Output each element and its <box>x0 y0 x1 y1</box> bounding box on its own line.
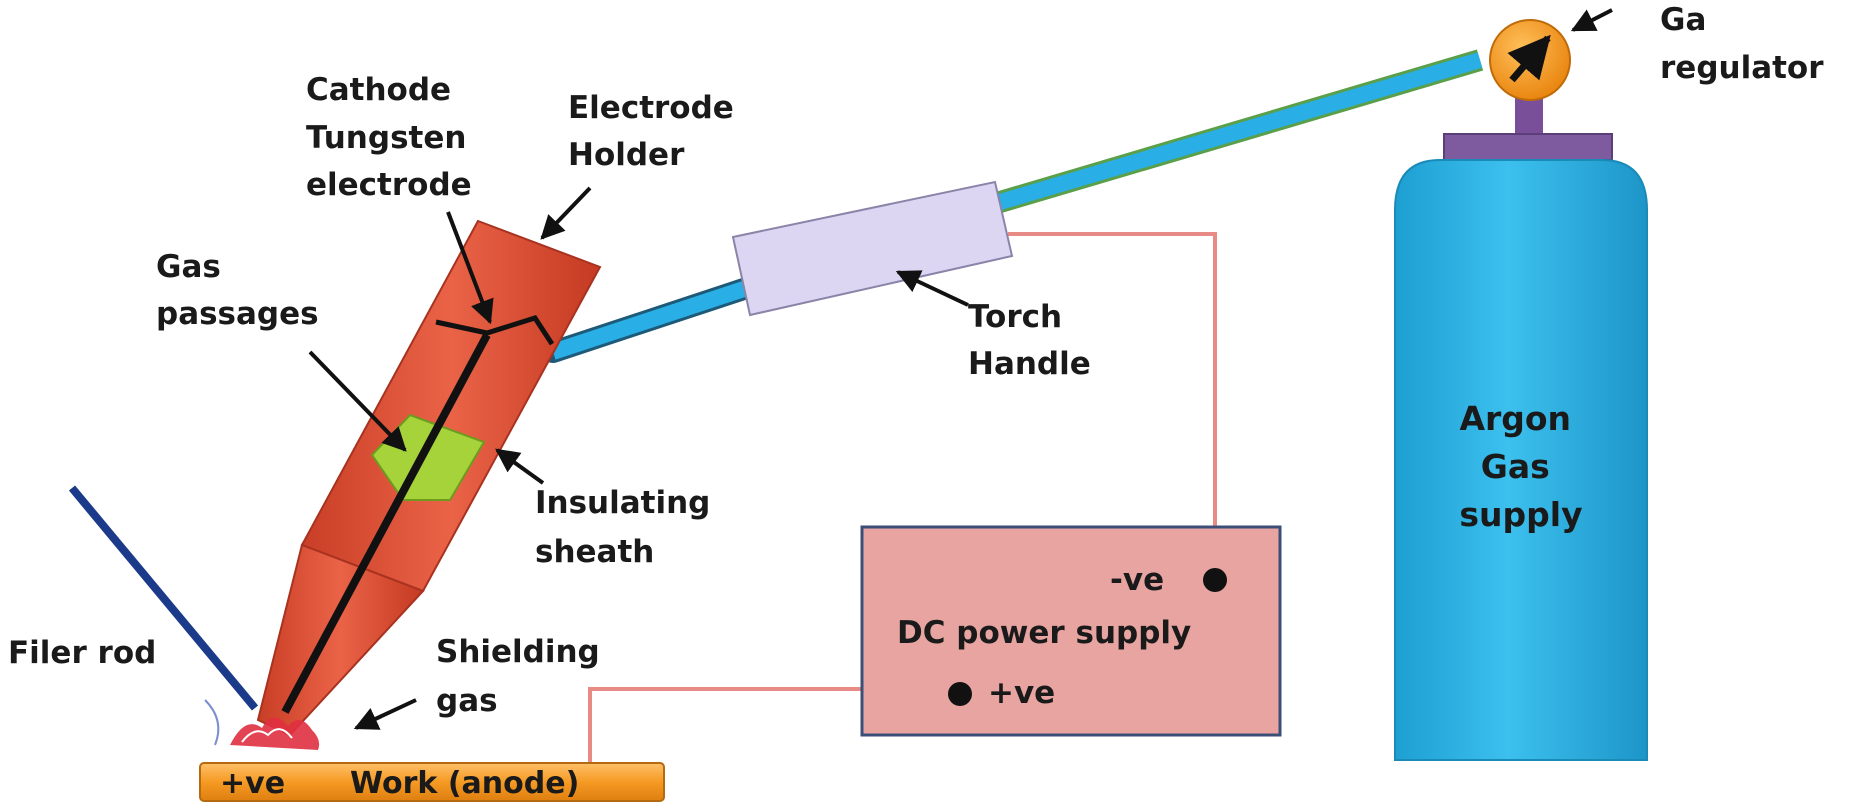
filler-rod <box>68 485 259 711</box>
pointer-arrows <box>308 8 1613 730</box>
positive-cable <box>588 687 960 768</box>
label-gas-passages: Gas passages <box>156 249 319 332</box>
insulating-sheath-arrow <box>495 448 545 485</box>
label-torch-handle: Torch Handle <box>968 299 1091 382</box>
holder-arrow <box>540 186 592 240</box>
labels: Cathode Tungsten electrode Electrode Hol… <box>8 2 1824 801</box>
torch-handle-arrow <box>895 270 969 307</box>
label-shielding-gas: Shielding gas <box>436 634 611 719</box>
negative-cable <box>1008 232 1217 575</box>
label-cathode: Cathode Tungsten electrode <box>306 72 477 203</box>
cathode-arrow <box>446 211 494 325</box>
torch-body <box>256 219 602 737</box>
gas-hose <box>542 49 1484 363</box>
label-gas-regulator: Ga regulator <box>1660 2 1824 86</box>
label-work: Work (anode) <box>350 766 579 801</box>
torch-handle <box>731 180 1014 317</box>
gas-regulator <box>1489 19 1571 101</box>
power-cables <box>588 232 1217 768</box>
label-negative-terminal: -ve <box>1110 562 1164 598</box>
shielding-gas-arrow <box>353 698 417 730</box>
arc-flame <box>204 699 320 750</box>
work-piece <box>199 762 665 802</box>
label-filler-rod: Filer rod <box>8 635 156 671</box>
argon-cylinder <box>1394 92 1648 761</box>
tungsten-electrode <box>281 333 491 714</box>
regulator-arrow <box>1570 8 1613 32</box>
dc-power-supply <box>860 525 1282 737</box>
label-work-polarity: +ve <box>220 766 285 801</box>
label-argon-supply: Argon Gas supply <box>1459 399 1582 534</box>
gas-passages-arrow <box>308 350 407 452</box>
label-positive-terminal: +ve <box>988 675 1055 711</box>
label-insulating-sheath: Insulating sheath <box>535 485 721 570</box>
negative-terminal <box>1203 568 1227 592</box>
label-electrode-holder: Electrode Holder <box>568 90 745 173</box>
label-power-supply: DC power supply <box>897 615 1191 651</box>
positive-terminal <box>948 682 972 706</box>
